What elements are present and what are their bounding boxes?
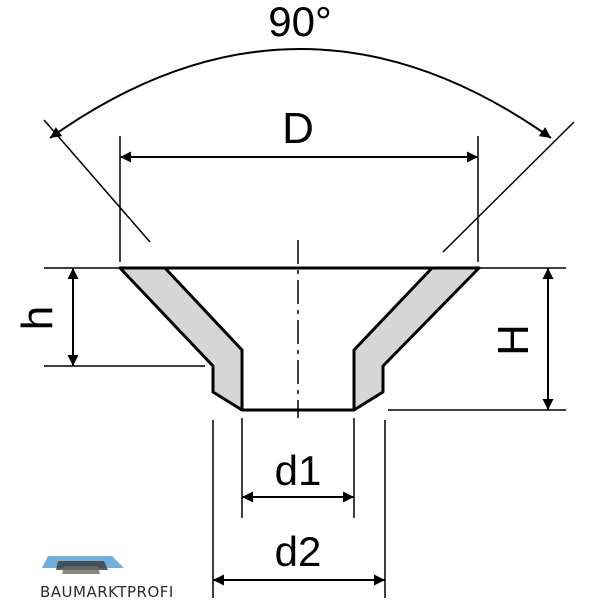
baumarktprofi-logo: BAUMARKTPROFI <box>40 556 174 600</box>
diameter-d1-dimension: d1 <box>241 418 355 518</box>
angle-arc <box>49 48 552 139</box>
washer-section-right <box>352 266 481 412</box>
height-h-dimension: h <box>13 267 205 367</box>
logo-text: BAUMARKTPROFI <box>40 583 174 600</box>
angle-dimension: 90° <box>43 0 575 253</box>
washer-section <box>118 240 481 418</box>
D-label: D <box>282 104 314 153</box>
logo-roof-icon <box>42 556 124 574</box>
d2-label: d2 <box>275 528 322 575</box>
washer-section-left <box>118 266 244 412</box>
H-label: H <box>489 324 538 356</box>
h-label: h <box>13 306 62 330</box>
diameter-d2-dimension: d2 <box>212 420 386 598</box>
d1-label: d1 <box>275 447 322 494</box>
height-H-dimension: H <box>388 267 566 411</box>
diameter-D-dimension: D <box>119 104 479 262</box>
angle-extension-left <box>43 119 151 243</box>
angle-extension-right <box>442 121 575 253</box>
angle-label: 90° <box>268 0 332 45</box>
